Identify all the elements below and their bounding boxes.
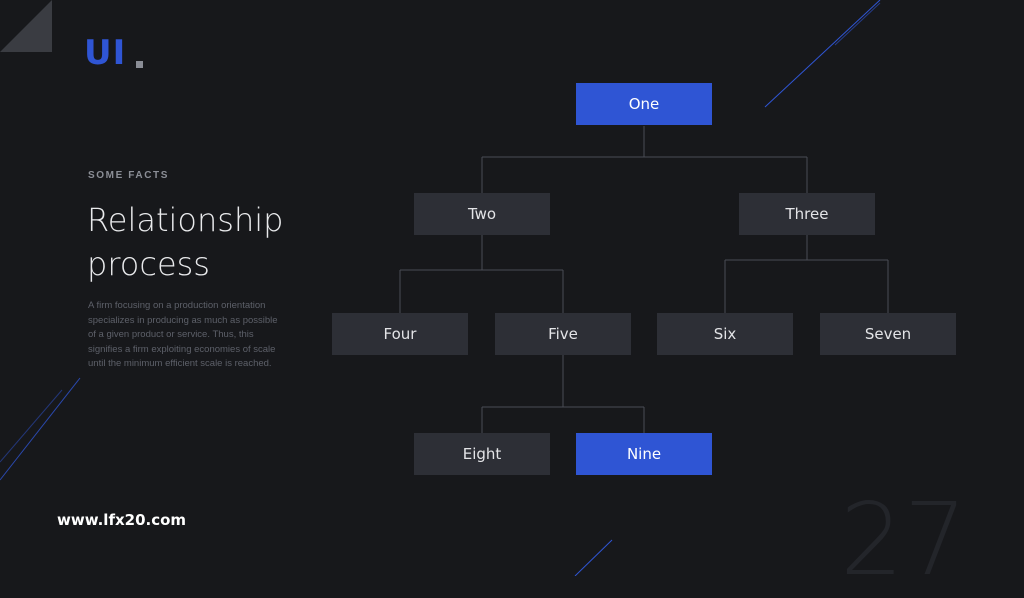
decor-line-left bbox=[0, 377, 81, 481]
connector-five-children bbox=[481, 355, 645, 433]
brand-logo-dot bbox=[136, 61, 143, 68]
node-seven: Seven bbox=[820, 313, 956, 355]
background-decoration bbox=[0, 0, 881, 576]
node-three: Three bbox=[739, 193, 875, 235]
decor-line-left-2 bbox=[0, 389, 63, 463]
node-five: Five bbox=[495, 313, 631, 355]
brand-logo: UI bbox=[84, 33, 127, 73]
diagram-connectors bbox=[399, 126, 889, 433]
node-four: Four bbox=[332, 313, 468, 355]
decor-line-bottom bbox=[574, 539, 613, 576]
node-one: One bbox=[576, 83, 712, 125]
title-line-1: Relationship bbox=[87, 201, 284, 239]
node-six: Six bbox=[657, 313, 793, 355]
section-eyebrow: SOME FACTS bbox=[88, 170, 170, 181]
connector-two-children bbox=[399, 235, 564, 313]
title-line-2: process bbox=[87, 245, 210, 283]
corner-triangle-shape bbox=[0, 0, 52, 52]
decor-line-top-right-2 bbox=[834, 2, 881, 46]
connector-three-children bbox=[724, 235, 889, 313]
page-title: Relationship process bbox=[87, 198, 317, 286]
node-eight: Eight bbox=[414, 433, 550, 475]
decor-line-top-right-1 bbox=[764, 0, 881, 108]
website-link[interactable]: www.lfx20.com bbox=[57, 511, 187, 529]
page-number: 27 bbox=[840, 481, 968, 598]
connector-one-children bbox=[481, 126, 808, 193]
node-two: Two bbox=[414, 193, 550, 235]
node-nine: Nine bbox=[576, 433, 712, 475]
description-text: A firm focusing on a production orientat… bbox=[88, 300, 278, 369]
